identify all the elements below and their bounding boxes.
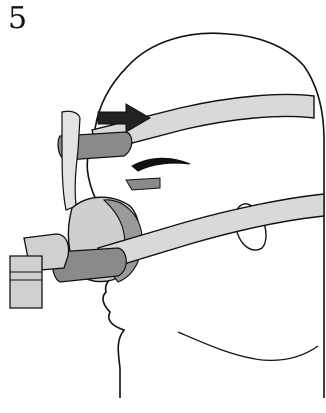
tubing-swivel <box>10 256 42 308</box>
eyebrow <box>132 158 190 171</box>
eye <box>126 178 160 190</box>
jaw-line <box>178 332 318 360</box>
forehead-support <box>62 111 80 210</box>
